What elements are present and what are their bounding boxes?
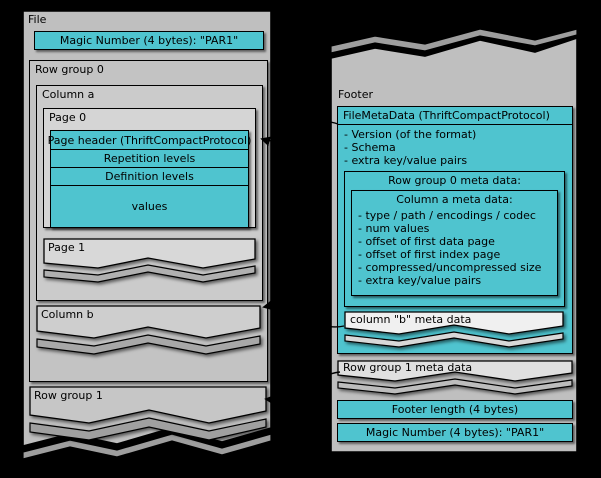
file-panel-title: File	[28, 13, 47, 26]
column-a-box: Column a Page 0 Page header (ThriftCompa…	[36, 85, 263, 301]
row-group-0-meta-title: Row group 0 meta data:	[388, 174, 521, 187]
file-panel: File Magic Number (4 bytes): "PAR1" Row …	[22, 10, 284, 472]
row-group-1-box: Row group 1	[29, 386, 267, 448]
row-group-0-box: Row group 0 Column a Page 0 Page header …	[29, 60, 268, 382]
row-group-0-title: Row group 0	[35, 63, 104, 76]
row-group-0-meta-box: Row group 0 meta data: Column a meta dat…	[344, 171, 565, 307]
col-a-meta-sizes: - compressed/uncompressed size	[358, 261, 542, 274]
row-group-1-meta-box: Row group 1 meta data	[337, 360, 573, 396]
meta-item-kv-pairs: - extra key/value pairs	[344, 154, 468, 167]
meta-item-version: - Version (of the format)	[344, 128, 477, 141]
column-a-title: Column a	[42, 88, 95, 101]
row-group-1-torn-edge	[29, 386, 267, 441]
column-b-title: Column b	[41, 308, 94, 321]
values-bar: values	[50, 185, 249, 228]
page-1-title: Page 1	[48, 241, 86, 254]
row-group-1-title: Row group 1	[34, 389, 103, 402]
repetition-levels-bar: Repetition levels	[50, 149, 249, 168]
col-a-meta-kv-pairs: - extra key/value pairs	[358, 274, 482, 287]
column-a-meta-box: Column a meta data: - type / path / enco…	[351, 190, 558, 296]
col-a-meta-type: - type / path / encodings / codec	[358, 209, 536, 222]
col-a-meta-data-page-offset: - offset of first data page	[358, 235, 495, 248]
file-meta-data-box: FileMetaData (ThriftCompactProtocol) - V…	[337, 106, 573, 354]
column-b-meta-label: column "b" meta data	[350, 313, 472, 326]
footer-panel-title: Footer	[338, 88, 373, 101]
row-group-1-meta-label: Row group 1 meta data	[343, 361, 473, 374]
meta-item-schema: - Schema	[344, 141, 396, 154]
page-1-box: Page 1	[43, 238, 256, 292]
row-group-1-meta-torn-edge	[337, 360, 573, 395]
page-0-box: Page 0 Page header (ThriftCompactProtoco…	[43, 108, 256, 228]
magic-number-top-bar: Magic Number (4 bytes): "PAR1"	[34, 31, 264, 50]
column-b-meta-box: column "b" meta data	[344, 311, 564, 351]
column-b-torn-edge	[36, 305, 261, 355]
page-0-title: Page 0	[49, 111, 87, 124]
page-0-sections: Page header (ThriftCompactProtocol) Repe…	[48, 130, 251, 228]
col-a-meta-num-values: - num values	[358, 222, 430, 235]
column-b-box: Column b	[36, 305, 261, 363]
column-b-meta-torn-edge	[344, 311, 564, 348]
definition-levels-bar: Definition levels	[50, 167, 249, 186]
column-a-meta-title: Column a meta data:	[396, 193, 513, 206]
file-meta-data-title: FileMetaData (ThriftCompactProtocol)	[338, 107, 572, 125]
magic-number-bottom-bar: Magic Number (4 bytes): "PAR1"	[337, 423, 573, 442]
page-1-torn-edge	[43, 238, 256, 283]
col-a-meta-index-page-offset: - offset of first index page	[358, 248, 501, 261]
footer-length-bar: Footer length (4 bytes)	[337, 400, 573, 419]
footer-panel: Footer FileMetaData (ThriftCompactProtoc…	[330, 28, 588, 462]
page-header-bar: Page header (ThriftCompactProtocol)	[48, 130, 251, 150]
